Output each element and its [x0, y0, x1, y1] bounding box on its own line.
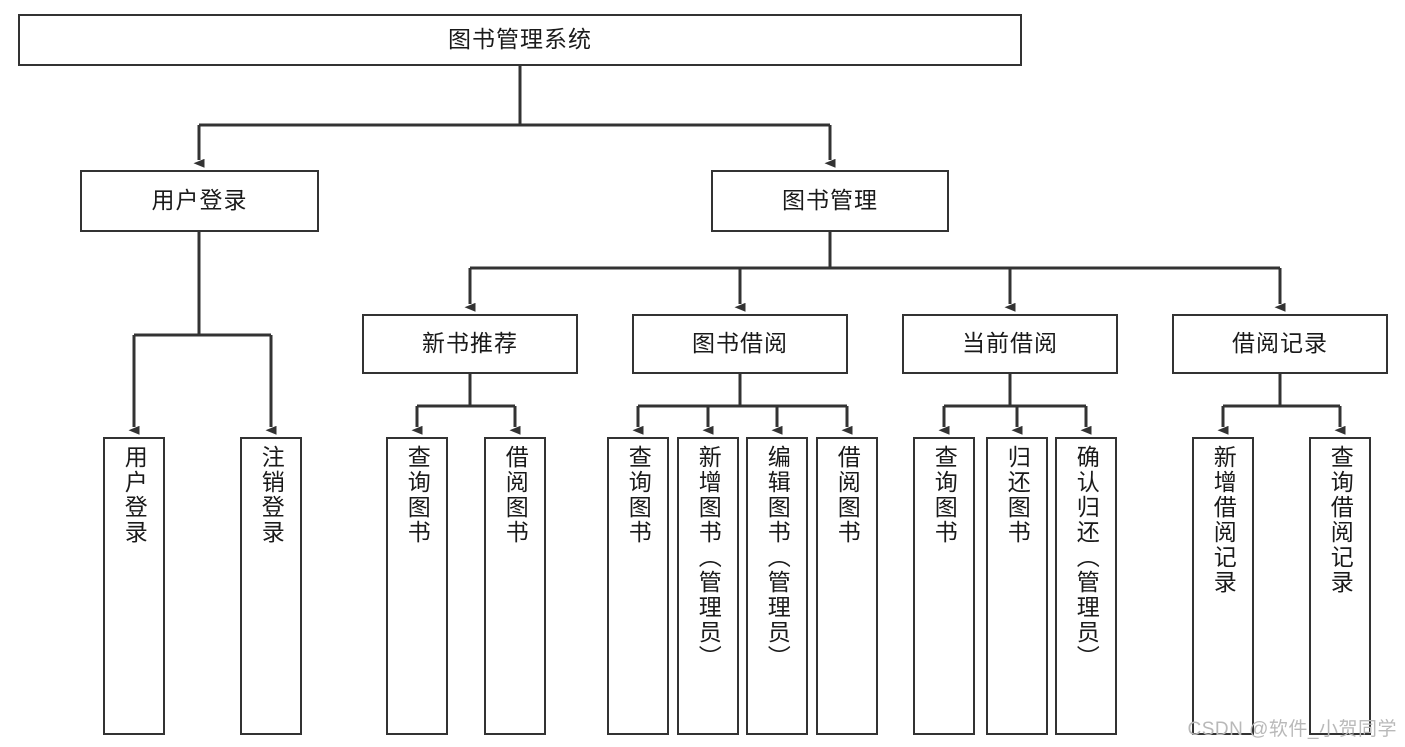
node-leaf-add-book-admin[interactable]: 新增图书（管理员）	[677, 437, 739, 735]
node-book-management[interactable]: 图书管理	[711, 170, 949, 232]
node-leaf-query-book-current-label: 查询图书	[931, 445, 958, 545]
node-leaf-borrow-book-recommend[interactable]: 借阅图书	[484, 437, 546, 735]
node-book-borrow-label: 图书借阅	[692, 330, 788, 357]
node-book-management-label: 图书管理	[782, 187, 878, 214]
node-leaf-add-book-admin-label: 新增图书（管理员）	[695, 445, 722, 670]
node-book-borrow[interactable]: 图书借阅	[632, 314, 848, 374]
node-user-login-label: 用户登录	[151, 187, 248, 214]
node-leaf-edit-book-admin-label: 编辑图书（管理员）	[764, 445, 791, 670]
node-leaf-borrow-book[interactable]: 借阅图书	[816, 437, 878, 735]
node-leaf-query-book-recommend-label: 查询图书	[404, 445, 431, 545]
node-root[interactable]: 图书管理系统	[18, 14, 1022, 66]
node-leaf-user-login[interactable]: 用户登录	[103, 437, 165, 735]
node-leaf-query-borrow-record-label: 查询借阅记录	[1327, 445, 1354, 595]
node-leaf-query-borrow-record[interactable]: 查询借阅记录	[1309, 437, 1371, 735]
node-leaf-borrow-book-recommend-label: 借阅图书	[502, 445, 529, 545]
node-borrow-record-label: 借阅记录	[1232, 330, 1328, 357]
node-leaf-borrow-book-label: 借阅图书	[834, 445, 861, 545]
node-leaf-logout-label: 注销登录	[258, 445, 285, 545]
node-leaf-confirm-return-admin-label: 确认归还（管理员）	[1073, 445, 1100, 670]
node-leaf-return-book-label: 归还图书	[1004, 445, 1031, 545]
node-current-borrow-label: 当前借阅	[962, 330, 1058, 357]
node-leaf-query-book-current[interactable]: 查询图书	[913, 437, 975, 735]
node-leaf-edit-book-admin[interactable]: 编辑图书（管理员）	[746, 437, 808, 735]
node-current-borrow[interactable]: 当前借阅	[902, 314, 1118, 374]
node-new-book-recommend[interactable]: 新书推荐	[362, 314, 578, 374]
node-root-label: 图书管理系统	[448, 26, 592, 53]
node-leaf-return-book[interactable]: 归还图书	[986, 437, 1048, 735]
node-leaf-query-book-borrow[interactable]: 查询图书	[607, 437, 669, 735]
node-new-book-recommend-label: 新书推荐	[422, 330, 518, 357]
node-leaf-add-borrow-record[interactable]: 新增借阅记录	[1192, 437, 1254, 735]
node-leaf-logout[interactable]: 注销登录	[240, 437, 302, 735]
node-leaf-confirm-return-admin[interactable]: 确认归还（管理员）	[1055, 437, 1117, 735]
node-leaf-query-book-borrow-label: 查询图书	[625, 445, 652, 545]
node-borrow-record[interactable]: 借阅记录	[1172, 314, 1388, 374]
node-user-login[interactable]: 用户登录	[80, 170, 319, 232]
csdn-watermark: CSDN @软件_小贺同学	[1187, 719, 1397, 740]
node-leaf-query-book-recommend[interactable]: 查询图书	[386, 437, 448, 735]
node-leaf-add-borrow-record-label: 新增借阅记录	[1210, 445, 1237, 595]
node-leaf-user-login-label: 用户登录	[121, 445, 148, 545]
